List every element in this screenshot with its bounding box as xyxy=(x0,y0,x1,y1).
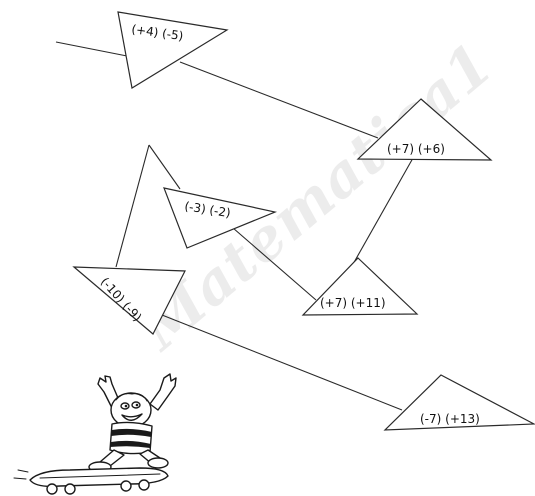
triangle-t4: (+7) (+11) xyxy=(303,258,417,315)
triangle-label: (-7) (+13) xyxy=(420,412,480,426)
triangle-t6: (-7) (+13) xyxy=(385,375,534,430)
triangle-t1: (+4) (-5) xyxy=(118,12,227,88)
triangle-label: (+7) (+11) xyxy=(320,296,386,310)
triangle-label: (+7) (+6) xyxy=(387,142,445,156)
connector-line xyxy=(56,42,127,56)
connector-line xyxy=(162,315,402,410)
connector-line xyxy=(149,145,180,189)
connector-line xyxy=(180,62,378,138)
connector-line xyxy=(116,145,149,267)
skateboarder-icon xyxy=(14,374,176,494)
